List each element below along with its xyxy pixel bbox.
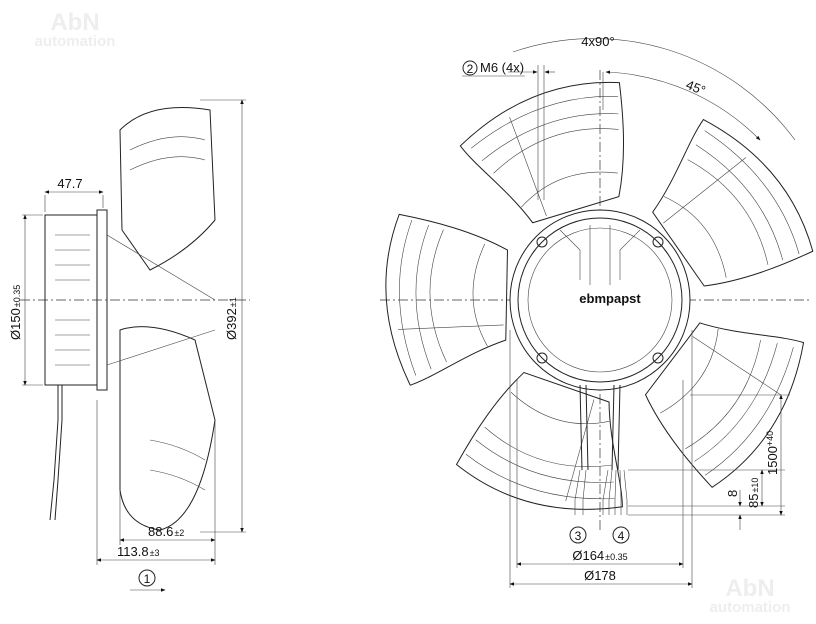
svg-text:88.6±2: 88.6±2 (148, 524, 184, 539)
svg-text:automation: automation (710, 599, 791, 616)
svg-text:1500+40: 1500+40 (765, 431, 780, 475)
svg-text:Ø164±0.35: Ø164±0.35 (572, 548, 627, 563)
callout-3 (569, 526, 587, 544)
watermark-top-left: AbN automation (35, 9, 116, 50)
motor-flange (509, 209, 691, 391)
svg-text:AbN: AbN (50, 9, 99, 36)
svg-text:45°: 45° (684, 77, 708, 98)
svg-text:1: 1 (144, 572, 151, 586)
svg-text:AbN: AbN (725, 575, 774, 602)
svg-text:113.8±3: 113.8±3 (117, 544, 160, 559)
svg-text:Ø150±0.35: Ø150±0.35 (8, 285, 23, 340)
svg-text:Ø178: Ø178 (584, 568, 616, 583)
svg-text:85±10: 85±10 (746, 478, 761, 508)
svg-text:M6 (4x): M6 (4x) (480, 60, 524, 75)
brand-logo: ebmpapst (579, 291, 641, 306)
svg-text:8: 8 (725, 490, 740, 497)
svg-text:Ø392±1: Ø392±1 (224, 297, 239, 340)
svg-text:4x90°: 4x90° (581, 34, 614, 49)
svg-text:4: 4 (618, 529, 625, 543)
mounting-flange (96, 209, 108, 391)
svg-text:47.7: 47.7 (57, 176, 82, 191)
svg-text:3: 3 (575, 529, 582, 543)
svg-text:2: 2 (467, 62, 474, 76)
blade-side-lower (119, 326, 216, 531)
callout-1 (138, 569, 156, 587)
blade-side-upper (119, 107, 216, 271)
motor-bolt-circle (517, 217, 683, 383)
side-view: 47.7 Ø150±0.35 Ø392±1 88.6±2 113.8±3 1 (8, 99, 250, 592)
callout-4 (612, 526, 630, 544)
cable (49, 385, 59, 521)
callout-2 (462, 60, 478, 76)
cables (579, 384, 621, 471)
watermark-bottom-right: AbN automation (710, 575, 791, 616)
svg-text:automation: automation (35, 33, 116, 50)
front-view: ebmpapst 4x90° 45° 2 M6 (4x) 1500+40 85±… (379, 34, 816, 588)
